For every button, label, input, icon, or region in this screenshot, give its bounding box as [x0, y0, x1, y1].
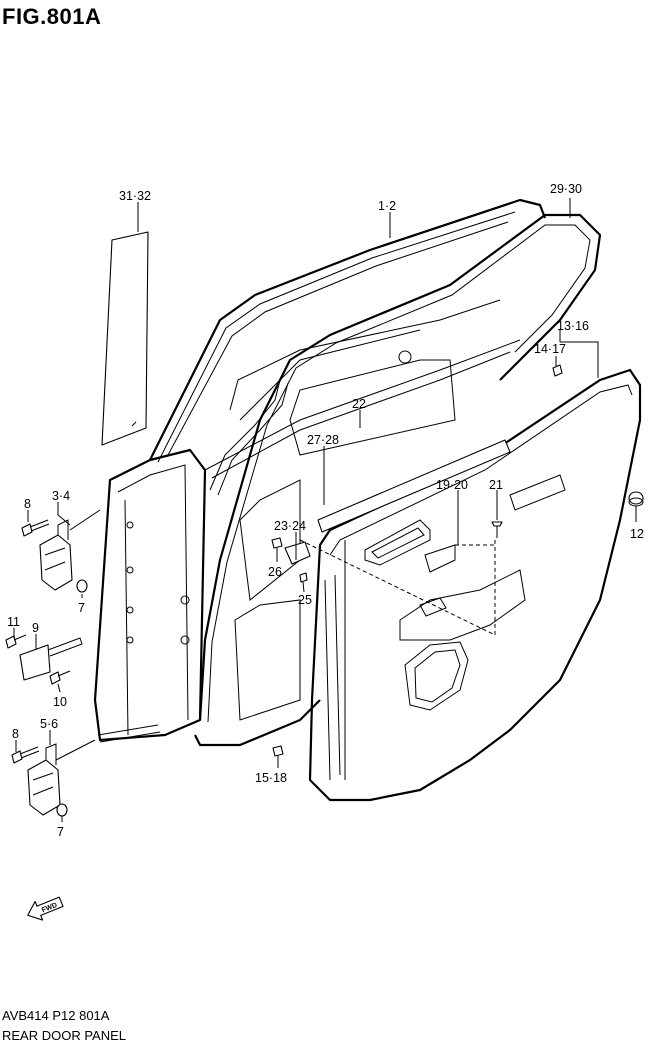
callout-12: 12 [630, 527, 644, 541]
bolt-8-upper [21, 519, 50, 537]
callout-13-16: 13·16 [557, 319, 589, 333]
clip-26 [271, 537, 283, 549]
callout-27-28: 27·28 [307, 433, 339, 447]
callout-1-2: 1·2 [378, 199, 396, 213]
callout-9: 9 [32, 621, 39, 635]
callout-22: 22 [352, 397, 366, 411]
clip-14-17 [552, 364, 563, 377]
callout-10: 10 [53, 695, 67, 709]
figure-name: REAR DOOR PANEL [2, 1028, 127, 1043]
callout-7-lower: 7 [57, 825, 64, 839]
callout-8-lower: 8 [12, 727, 19, 741]
nut-7-lower [56, 803, 68, 817]
callout-25: 25 [298, 593, 312, 607]
callout-14-17: 14·17 [534, 342, 566, 356]
clip-15-18 [272, 745, 284, 762]
nut-7-upper [76, 579, 88, 593]
clip-23-24 [284, 541, 311, 565]
lower-hinge [27, 743, 61, 816]
cap-12 [628, 491, 644, 507]
bolt-11 [5, 634, 27, 649]
door-weatherstrip [194, 213, 602, 747]
callout-8-upper: 8 [24, 497, 31, 511]
clip-25 [299, 572, 308, 583]
figure-title: FIG.801A [2, 4, 102, 29]
callout-26: 26 [268, 565, 282, 579]
inner-belt-strip [317, 439, 511, 533]
callout-21: 21 [489, 478, 503, 492]
fwd-arrow-icon: FWD [27, 896, 64, 921]
callout-7-upper: 7 [78, 601, 85, 615]
callout-29-30: 29·30 [550, 182, 582, 196]
callout-31-32: 31·32 [119, 189, 151, 203]
callout-19-20: 19·20 [436, 478, 468, 492]
bolt-8-lower [11, 746, 40, 764]
figure-code: AVB414 P12 801A [2, 1008, 110, 1023]
door-check-link [19, 637, 83, 681]
callout-23-24: 23·24 [274, 519, 306, 533]
door-trim-board [308, 368, 642, 802]
callout-3-4: 3·4 [52, 489, 70, 503]
bolt-10 [49, 670, 71, 685]
door-sealing-sheet [101, 231, 149, 446]
door-frame-panel [93, 198, 547, 743]
callout-15-18: 15·18 [255, 771, 287, 785]
callout-11: 11 [7, 615, 20, 629]
upper-hinge [39, 519, 73, 591]
screw-21 [491, 521, 503, 538]
callout-5-6: 5·6 [40, 717, 58, 731]
